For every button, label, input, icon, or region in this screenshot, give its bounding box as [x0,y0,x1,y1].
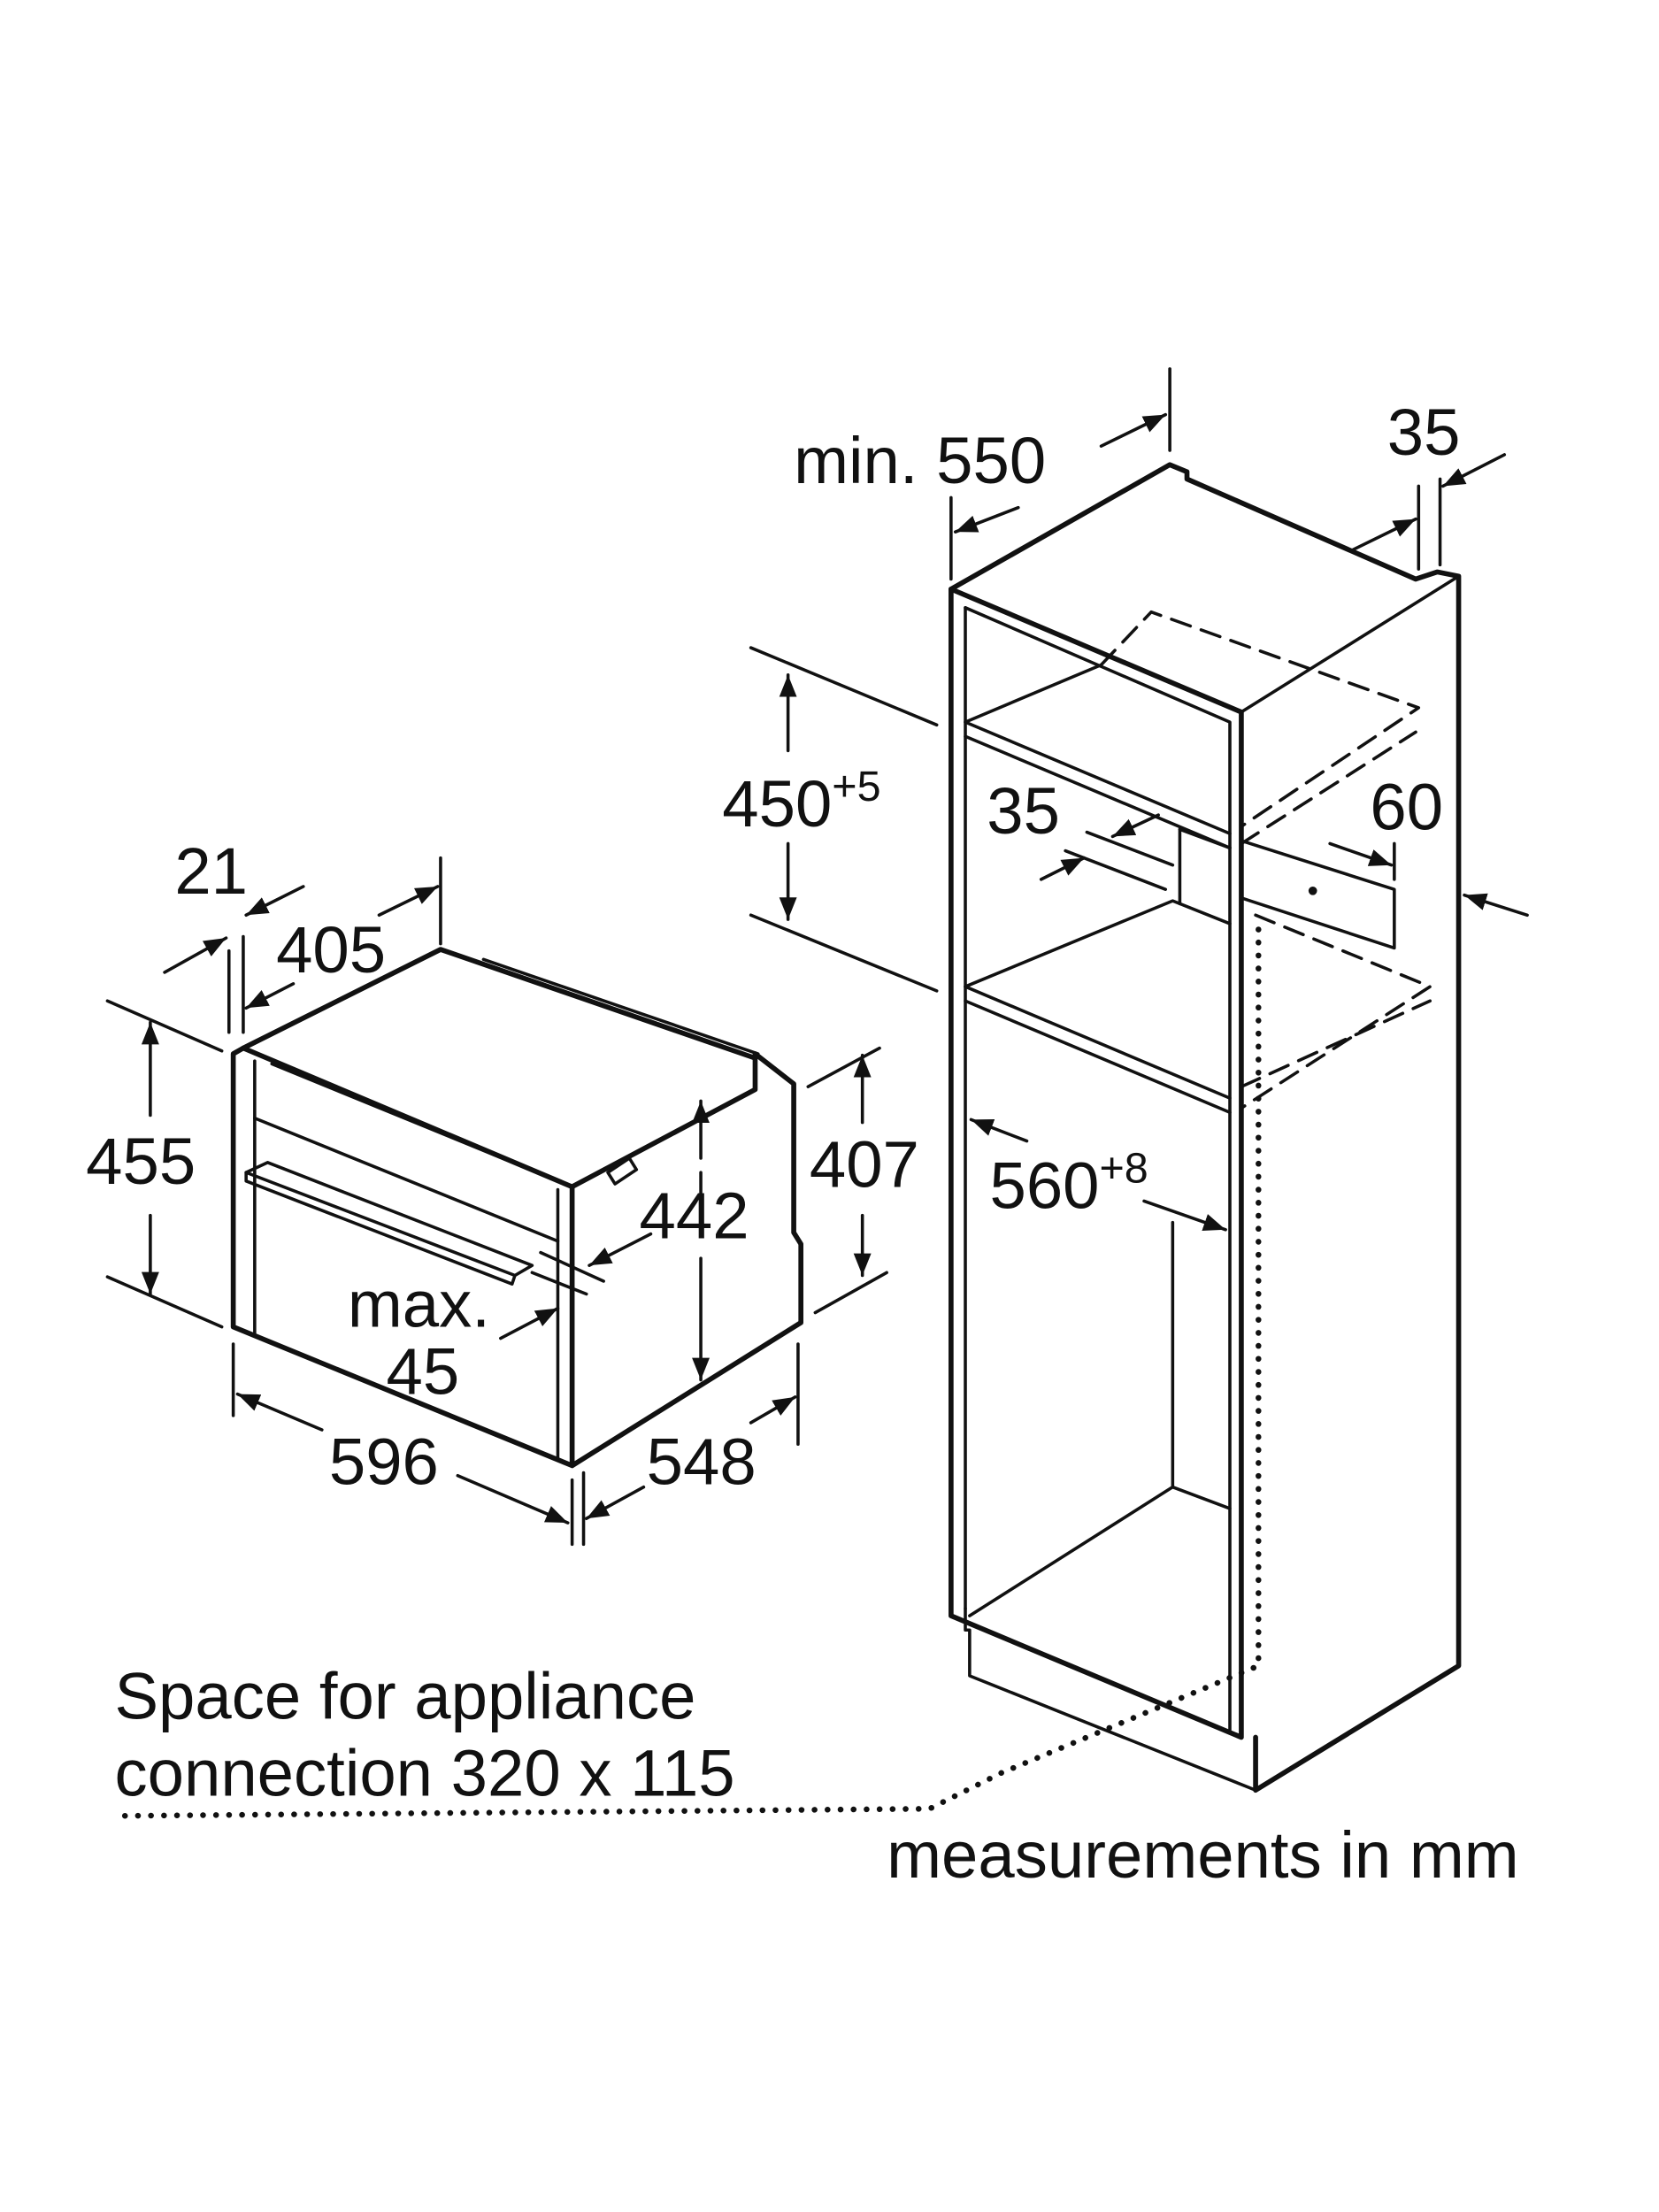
niche-height-label: 450+5 [722,763,880,841]
niche-width-value: 560 [989,1149,1099,1223]
oven-depth-top-label: 405 [276,913,386,987]
cabinet-dimensions [749,367,1529,1232]
connection-note-line2: connection 320 x 115 [114,1737,734,1810]
oven-drawing [230,947,804,1469]
oven-height-total-label: 455 [86,1125,196,1198]
connection-note-line1: Space for appliance [114,1659,695,1732]
niche-height-tolerance: +5 [832,763,880,810]
niche-width-tolerance: +8 [1100,1144,1148,1192]
oven-depth-front-label: 21 [174,834,248,908]
door-max-value: 45 [387,1335,460,1409]
oven-depth-label: 548 [647,1425,757,1498]
niche-height-value: 450 [722,767,832,841]
cabinet-depth-label: min. 550 [794,424,1046,497]
shelf-setback-label: 35 [987,774,1060,848]
rear-gap-label: 35 [1387,396,1461,469]
niche-width-label: 560+8 [989,1144,1148,1222]
oven-height-rear-label: 407 [810,1127,919,1201]
cabinet-drawing [111,462,1462,1819]
vent-depth-label: 60 [1370,770,1443,843]
units-note: measurements in mm [887,1818,1519,1892]
oven-height-body-label: 442 [640,1179,749,1252]
oven-dimensions [105,856,888,1547]
oven-width-label: 596 [329,1425,439,1498]
door-max-label: max. [348,1268,490,1341]
